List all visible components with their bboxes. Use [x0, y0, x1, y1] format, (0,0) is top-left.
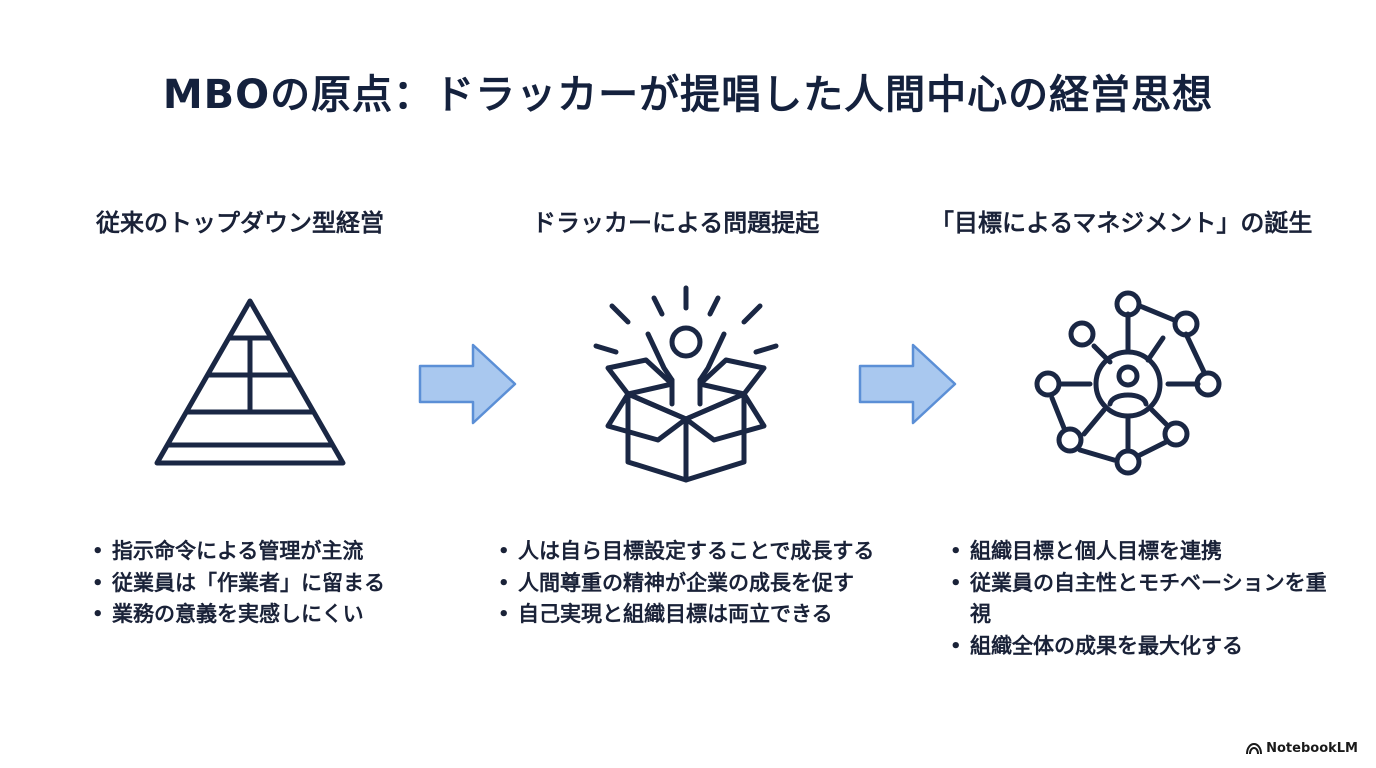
- notebooklm-logo-icon: [1246, 742, 1263, 754]
- column-heading-mbo-birth: 「目標によるマネジメント」の誕生: [930, 209, 1313, 237]
- list-item: 従業員の自主性とモチベーションを重視: [950, 568, 1330, 631]
- list-item: 従業員は「作業者」に留まる: [92, 568, 385, 600]
- page-title: MBOの原点：ドラッカーが提唱した人間中心の経営思想: [162, 72, 1214, 118]
- pyramid-icon: [154, 298, 346, 466]
- list-item: 業務の意義を実感しにくい: [92, 599, 385, 631]
- bullet-list-mbo: 組織目標と個人目標を連携 従業員の自主性とモチベーションを重視 組織全体の成果を…: [950, 536, 1330, 662]
- right-arrow-icon: [858, 343, 957, 425]
- bullet-list-drucker: 人は自ら目標設定することで成長する 人間尊重の精神が企業の成長を促す 自己実現と…: [498, 536, 874, 631]
- person-network-icon: [1034, 290, 1222, 476]
- list-item: 自己実現と組織目標は両立できる: [498, 599, 874, 631]
- list-item: 指示命令による管理が主流: [92, 536, 385, 568]
- column-heading-topdown: 従来のトップダウン型経営: [96, 209, 384, 237]
- footer-brand-label: NotebookLM: [1266, 741, 1358, 756]
- person-out-of-box-icon: [593, 285, 779, 483]
- right-arrow-icon: [418, 343, 517, 425]
- list-item: 人は自ら目標設定することで成長する: [498, 536, 874, 568]
- column-heading-drucker: ドラッカーによる問題提起: [532, 209, 820, 237]
- list-item: 組織目標と個人目標を連携: [950, 536, 1330, 568]
- bullet-list-topdown: 指示命令による管理が主流 従業員は「作業者」に留まる 業務の意義を実感しにくい: [92, 536, 385, 631]
- list-item: 人間尊重の精神が企業の成長を促す: [498, 568, 874, 600]
- footer-brand: NotebookLM: [1246, 741, 1358, 756]
- list-item: 組織全体の成果を最大化する: [950, 631, 1330, 663]
